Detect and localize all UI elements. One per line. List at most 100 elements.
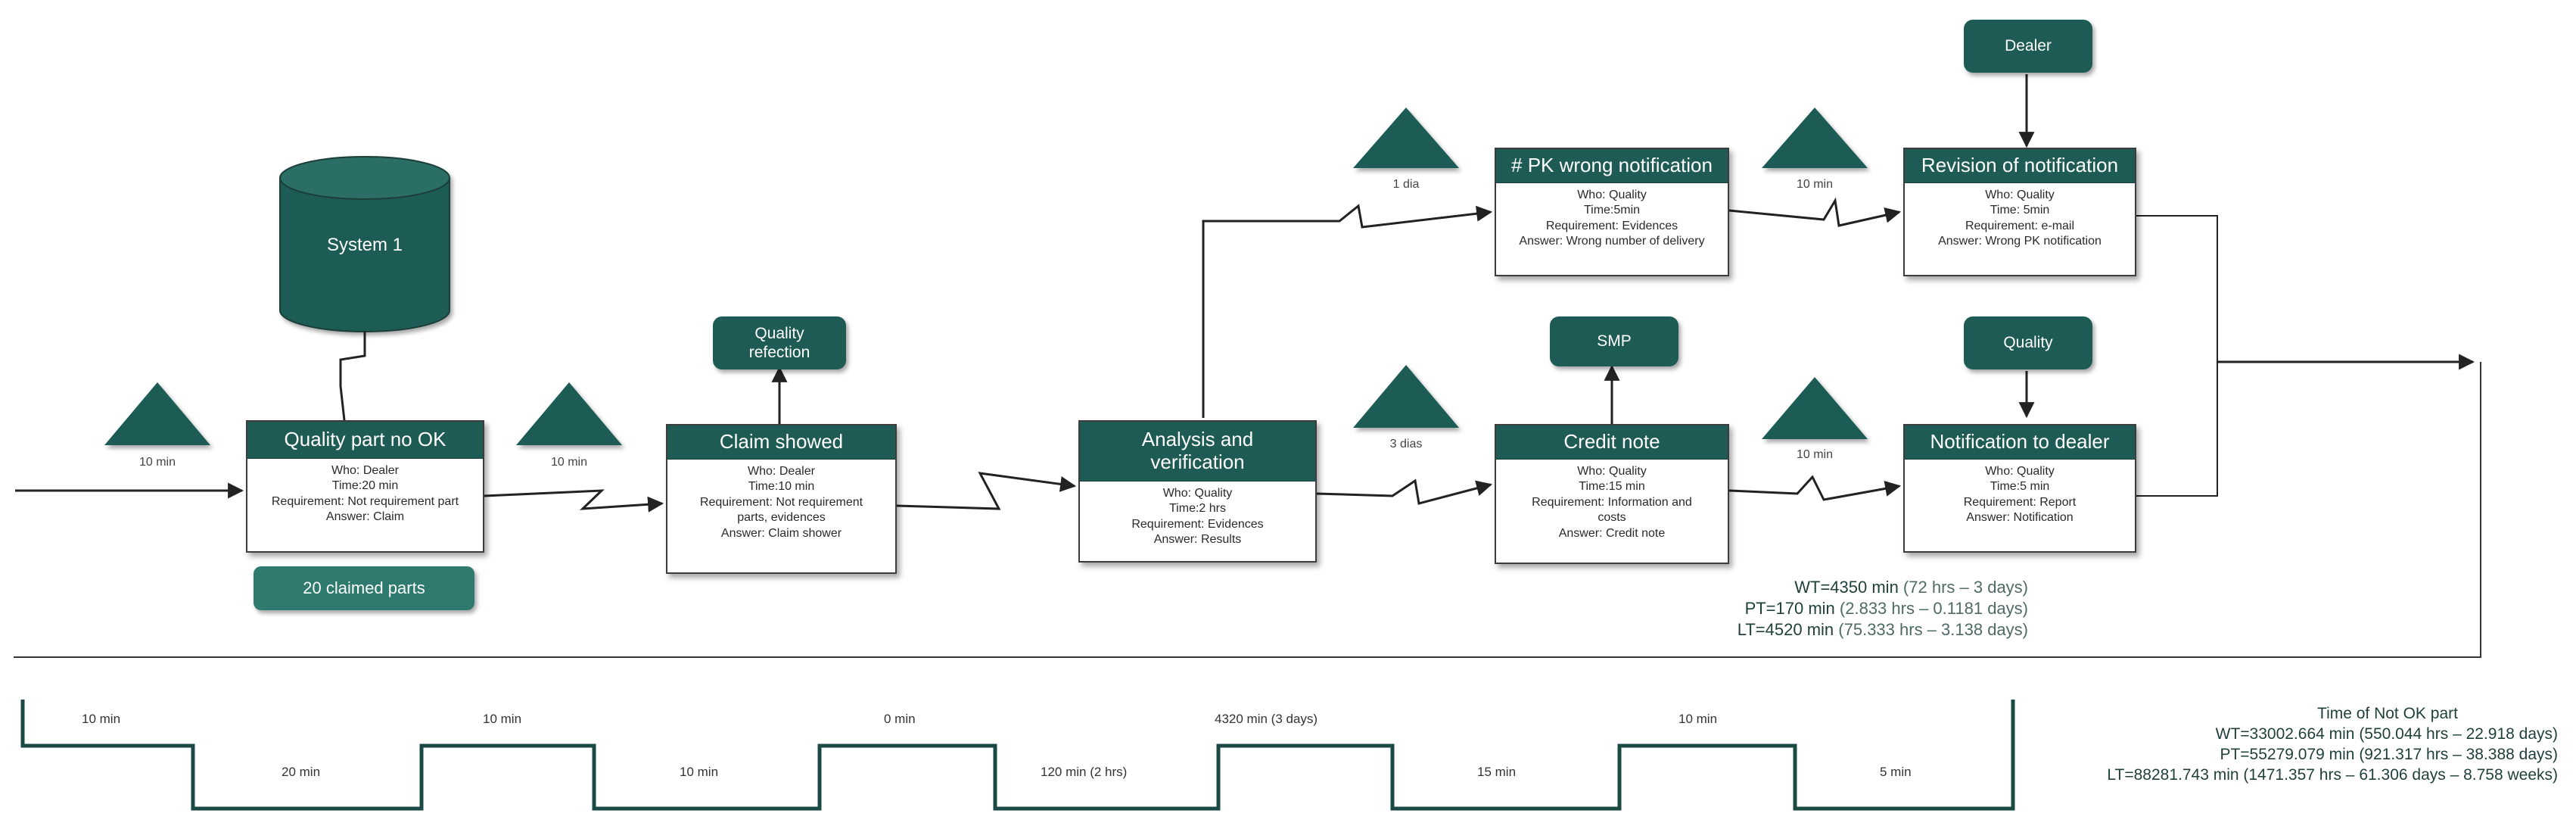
process-answer: Answer: Claim bbox=[325, 510, 405, 524]
process-title: Quality part no OK bbox=[247, 422, 483, 459]
summary-heading: Time of Not OK part bbox=[2317, 705, 2458, 722]
process-answer: Answer: Wrong PK notification bbox=[1938, 235, 2102, 248]
summary-lt-detail: (1471.357 hrs – 61.306 days – 8.758 week… bbox=[2238, 765, 2558, 784]
process-analysis-and-verification[interactable]: Analysis and verification Who: Quality T… bbox=[1078, 420, 1317, 563]
process-details: Who: Quality Time:15 min Requirement: In… bbox=[1496, 460, 1728, 546]
timeline-process-label: 20 min bbox=[282, 765, 321, 779]
summary-wt: WT=33002.664 min (550.044 hrs – 22.918 d… bbox=[2036, 725, 2558, 745]
inventory-triangle bbox=[1353, 365, 1459, 428]
db-link bbox=[339, 331, 366, 421]
inventory-time-label: 3 dias bbox=[1389, 438, 1423, 450]
process-pk-wrong-notification[interactable]: # PK wrong notification Who: Quality Tim… bbox=[1495, 148, 1729, 276]
process-time: Time:5 min bbox=[1990, 480, 2050, 494]
dealer-tag[interactable]: Dealer bbox=[1964, 20, 2092, 73]
database-cylinder bbox=[279, 156, 450, 332]
process-title: Claim showed bbox=[667, 425, 895, 460]
timeline-wait-label: 0 min bbox=[884, 712, 916, 726]
merge-line bbox=[2136, 215, 2218, 497]
inventory-time-label: 10 min bbox=[138, 456, 176, 469]
process-who: Who: Dealer bbox=[331, 464, 399, 477]
push-link bbox=[896, 472, 1077, 510]
timeline-process-label: 10 min bbox=[680, 765, 719, 779]
process-time: Time:10 min bbox=[748, 480, 815, 494]
metric-wt: WT=4350 min (72 hrs – 3 days) bbox=[1559, 577, 2028, 598]
process-time: Time:15 min bbox=[1579, 480, 1645, 494]
process-requirement: Requirement: e-mail bbox=[1965, 219, 2075, 232]
inventory-time-label: 10 min bbox=[1796, 178, 1834, 191]
inventory-triangle bbox=[516, 382, 622, 445]
summary-wt-detail: (550.044 hrs – 22.918 days) bbox=[2354, 725, 2558, 743]
metric-lt: LT=4520 min (75.333 hrs – 3.138 days) bbox=[1559, 619, 2028, 641]
process-who: Who: Dealer bbox=[748, 465, 815, 478]
summary-pt-value: PT=55279.079 min bbox=[2220, 745, 2355, 763]
database-label: System 1 bbox=[326, 235, 403, 255]
metric-pt-detail: (2.833 hrs – 0.1181 days) bbox=[1834, 599, 2028, 619]
metric-lt-value: LT=4520 min bbox=[1737, 620, 1834, 640]
timeline-wait-label: 10 min bbox=[483, 712, 522, 726]
smp-tag[interactable]: SMP bbox=[1550, 316, 1678, 366]
push-link bbox=[1728, 197, 1902, 227]
process-who: Who: Quality bbox=[1162, 487, 1233, 500]
timeline-wait-label: 10 min bbox=[1678, 712, 1718, 726]
process-answer: Answer: Notification bbox=[1966, 511, 2074, 525]
metric-pt: PT=170 min (2.833 hrs – 0.1181 days) bbox=[1559, 598, 2028, 619]
flow-metrics: WT=4350 min (72 hrs – 3 days) PT=170 min… bbox=[1559, 577, 2028, 641]
process-answer: Answer: Claim shower bbox=[720, 526, 842, 540]
process-time: Time:5min bbox=[1583, 204, 1641, 217]
process-notification-to-dealer[interactable]: Notification to dealer Who: Quality Time… bbox=[1903, 424, 2136, 553]
inventory-time-label: 10 min bbox=[550, 456, 588, 469]
process-time: Time:2 hrs bbox=[1169, 502, 1226, 516]
push-link bbox=[1316, 478, 1493, 505]
process-answer: Answer: Results bbox=[1153, 533, 1242, 547]
process-details: Who: Quality Time:5min Requirement: Evid… bbox=[1496, 183, 1728, 254]
process-requirement: Requirement: Not requirement part bbox=[271, 494, 459, 508]
summary-lt: LT=88281.743 min (1471.357 hrs – 61.306 … bbox=[2036, 765, 2558, 786]
process-who: Who: Quality bbox=[1577, 465, 1647, 478]
process-details: Who: Quality Time:2 hrs Requirement: Evi… bbox=[1080, 482, 1315, 553]
inventory-triangle bbox=[1762, 377, 1868, 439]
timeline-wait-label: 4320 min (3 days) bbox=[1215, 712, 1318, 726]
process-requirement: Requirement: Information and bbox=[1532, 495, 1692, 509]
process-requirement: Requirement: Evidences bbox=[1131, 517, 1264, 531]
quality-refection-tag[interactable]: Quality refection bbox=[713, 316, 846, 369]
process-time: Time:20 min bbox=[331, 479, 399, 493]
summary-lt-value: LT=88281.743 min bbox=[2107, 765, 2239, 784]
return-line bbox=[14, 362, 2481, 658]
timeline-wait-label: 10 min bbox=[82, 712, 121, 726]
process-title: Credit note bbox=[1496, 425, 1728, 460]
not-ok-part-summary: Time of Not OK part WT=33002.664 min (55… bbox=[2036, 704, 2558, 786]
summary-wt-value: WT=33002.664 min bbox=[2215, 725, 2355, 743]
process-who: Who: Quality bbox=[1985, 465, 2055, 478]
process-title: Revision of notification bbox=[1905, 149, 2135, 183]
quality-tag[interactable]: Quality bbox=[1964, 316, 2092, 369]
process-answer: Answer: Wrong number of delivery bbox=[1519, 235, 1705, 248]
metric-lt-detail: (75.333 hrs – 3.138 days) bbox=[1834, 620, 2028, 640]
process-title: Notification to dealer bbox=[1905, 425, 2135, 460]
process-claim-showed[interactable]: Claim showed Who: Dealer Time:10 min Req… bbox=[666, 424, 897, 574]
push-link bbox=[484, 489, 664, 513]
inventory-time-label: 1 dia bbox=[1392, 178, 1420, 191]
process-details: Who: Quality Time:5 min Requirement: Rep… bbox=[1905, 460, 2135, 531]
process-requirement-cont: costs bbox=[1598, 511, 1626, 525]
process-time: Time: 5min bbox=[1990, 204, 2050, 217]
process-requirement: Requirement: Not requirement bbox=[699, 495, 863, 509]
process-details: Who: Quality Time: 5min Requirement: e-m… bbox=[1905, 183, 2135, 254]
metric-wt-detail: (72 hrs – 3 days) bbox=[1898, 578, 2028, 597]
inventory-triangle bbox=[104, 382, 210, 445]
timeline-process-label: 120 min (2 hrs) bbox=[1041, 765, 1128, 779]
process-credit-note[interactable]: Credit note Who: Quality Time:15 min Req… bbox=[1495, 424, 1729, 564]
process-quality-part-no-ok[interactable]: Quality part no OK Who: Dealer Time:20 m… bbox=[246, 420, 484, 553]
timeline-process-label: 5 min bbox=[1880, 765, 1912, 779]
process-who: Who: Quality bbox=[1577, 189, 1647, 201]
claimed-parts-tag: 20 claimed parts bbox=[254, 566, 474, 610]
metric-wt-value: WT=4350 min bbox=[1794, 578, 1899, 597]
process-details: Who: Dealer Time:20 min Requirement: Not… bbox=[247, 459, 483, 530]
process-requirement: Requirement: Evidences bbox=[1545, 219, 1678, 232]
process-revision-of-notification[interactable]: Revision of notification Who: Quality Ti… bbox=[1903, 148, 2136, 276]
process-answer: Answer: Credit note bbox=[1558, 526, 1666, 540]
timeline-process-label: 15 min bbox=[1477, 765, 1517, 779]
process-title: # PK wrong notification bbox=[1496, 149, 1728, 183]
process-title: Analysis and verification bbox=[1080, 422, 1315, 482]
process-details: Who: Dealer Time:10 min Requirement: Not… bbox=[667, 460, 895, 546]
